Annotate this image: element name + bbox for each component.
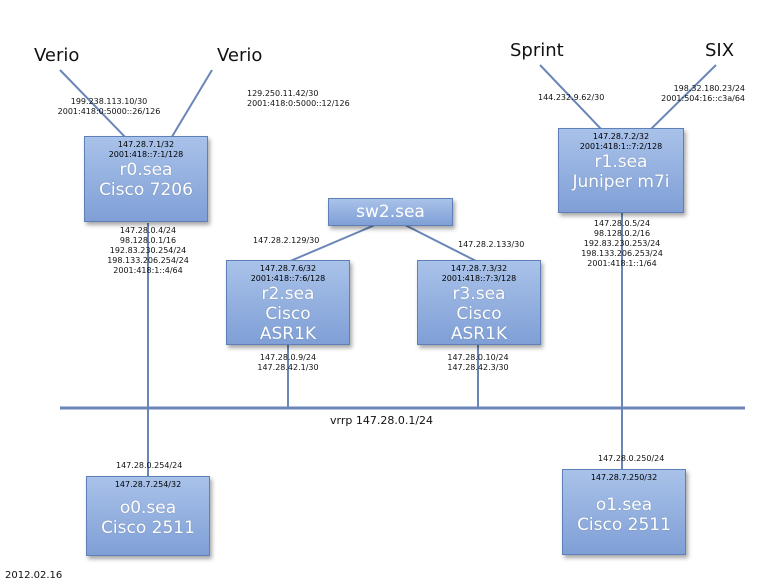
link-label-sw2-r2: 147.28.2.129/30 [253, 236, 320, 245]
link-label-sw2-r3: 147.28.2.133/30 [458, 240, 525, 249]
link-sprint-r1 [539, 64, 603, 131]
vrrp-label: vrrp 147.28.0.1/24 [330, 414, 434, 427]
diagram-date: 2012.02.16 [5, 570, 63, 581]
link-six-r1 [649, 64, 717, 131]
link-verio-left-r0 [59, 69, 129, 141]
link-sw2-r2 [287, 224, 376, 263]
link-verio-right-r0 [169, 69, 213, 141]
switch-sw2[interactable]: sw2.sea [328, 198, 453, 226]
peer-verio-right: Verio [217, 45, 263, 66]
peer-six: SIX [705, 40, 735, 61]
link-sw2-r3 [404, 224, 479, 263]
console-o1-addresses: 147.28.7.250/32 [590, 473, 658, 482]
uplink-label-sprint: 144.232.9.62/30 [538, 93, 605, 102]
console-o0-addresses: 147.28.7.254/32 [114, 480, 182, 489]
peer-sprint: Sprint [510, 40, 564, 61]
link-label-o0-lan: 147.28.0.254/24 [116, 461, 183, 470]
peer-verio-left: Verio [34, 45, 80, 66]
link-label-o1-lan: 147.28.0.250/24 [598, 454, 665, 463]
